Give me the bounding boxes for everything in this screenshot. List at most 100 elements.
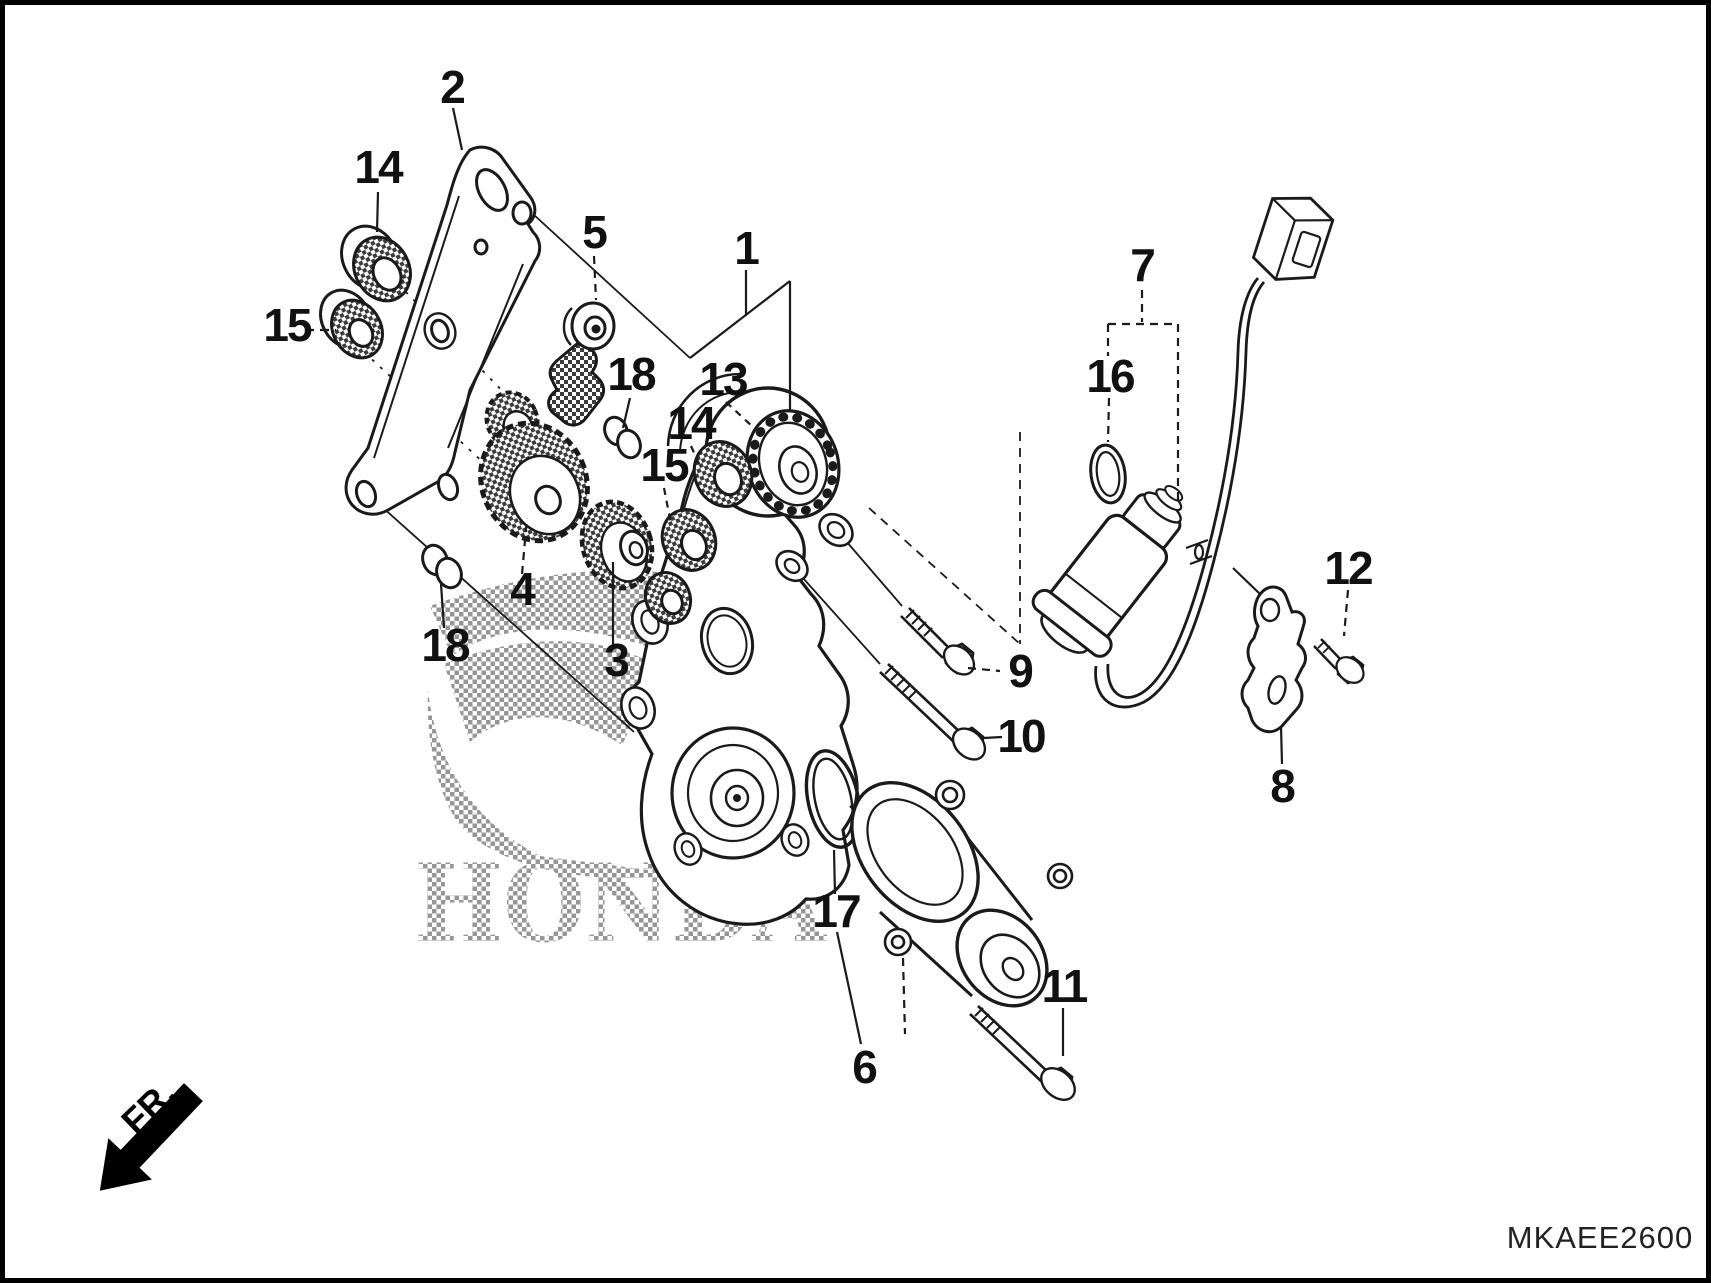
flange-ear-hole-2 [787, 831, 803, 849]
motor-ear-bosses [883, 779, 1074, 957]
part-18-dowel-lower [421, 543, 463, 590]
bolt-shaft-edge [1313, 645, 1337, 670]
part-9-flange-bolt [900, 607, 976, 676]
callout-2: 2 [440, 61, 464, 113]
motor-shaft-hole [1001, 956, 1025, 982]
bracket-hole [1259, 597, 1281, 623]
part-6-control-motor [849, 779, 1074, 1008]
callout-7: 7 [1130, 239, 1154, 291]
callout-6: 6 [852, 1041, 876, 1093]
bolt-flange [1040, 1067, 1076, 1101]
leader-2 [451, 107, 464, 151]
part-8-stay-bracket [1240, 585, 1307, 734]
bolt-shaft-edge [879, 671, 955, 743]
callout-10: 10 [997, 710, 1045, 762]
axis-line-gasket [532, 213, 691, 359]
leader-1-left [689, 280, 791, 359]
small-seal-ring [643, 571, 693, 625]
part-2-gasket [344, 145, 542, 516]
part-12-flange-bolt [1313, 638, 1365, 685]
harness-connector [1251, 196, 1335, 281]
cover-bolt-hole-9 [826, 521, 846, 539]
arm-body [547, 341, 606, 427]
boss-shell-arc-inner [679, 390, 743, 453]
connector-latch [1291, 230, 1322, 269]
bracket-outline [1240, 585, 1307, 734]
motor-flange-rim [866, 798, 964, 906]
leader-lines [305, 107, 1350, 1056]
gasket-bolt-hole-top [511, 200, 533, 226]
part-18-dowel-upper [603, 415, 642, 460]
callout-5: 5 [582, 206, 607, 258]
callout-15: 15 [263, 299, 312, 351]
connector-top-edge [1294, 219, 1333, 222]
callout-11: 11 [1042, 960, 1088, 1012]
callout-1: 1 [734, 222, 759, 274]
roller-side-arc [562, 307, 573, 346]
bearing-inner-race [757, 421, 829, 507]
leader-14-center [689, 445, 702, 467]
part-16-o-ring [1089, 443, 1127, 505]
gasket-inner-edge-right [447, 263, 524, 449]
boss-shell-arc-outer [666, 372, 741, 447]
harness-wire-edge [1094, 281, 1266, 709]
gear-bore [628, 540, 644, 560]
callout-9: 9 [1008, 645, 1032, 697]
part-14-oil-seal-center [692, 440, 754, 508]
part-4-gear-cluster [478, 390, 590, 544]
part-3-driven-gear [579, 499, 655, 591]
o-ring-outer [804, 749, 862, 849]
bracket-slot [1267, 675, 1287, 705]
bolt-flange [942, 644, 976, 676]
callout-14: 14 [354, 141, 404, 193]
callout-14: 14 [667, 397, 717, 449]
leader-9 [967, 666, 1001, 673]
axis-line-diagonal [868, 507, 1021, 645]
leader-10 [983, 735, 1003, 740]
callout-12: 12 [1324, 542, 1372, 594]
leader-18-lower [439, 583, 446, 629]
bolt-threads [1317, 640, 1331, 654]
part-13-ball-bearing [745, 409, 841, 519]
motor-end-cap-rim [979, 933, 1041, 999]
axis-line-bolt-10 [793, 567, 881, 665]
bolt-flange [1335, 656, 1365, 684]
roller-center [591, 324, 601, 334]
leader-6-dashed [901, 957, 907, 1035]
gasket-oval-hole [475, 168, 509, 212]
cover-center-dot [733, 794, 741, 802]
part-14-oil-seal-left [340, 224, 412, 303]
bolt-threads [905, 609, 933, 637]
motor-flange [850, 780, 980, 924]
o-ring-inner [1095, 451, 1121, 497]
bolt-threads [974, 1007, 1002, 1035]
bearing-shaft-hole [790, 461, 810, 483]
callout-13: 13 [699, 353, 747, 405]
bolt-flange [951, 727, 987, 761]
harness-clamp [1185, 538, 1213, 566]
cover-ear-hole-2 [628, 696, 648, 720]
leader-14-left [375, 191, 380, 233]
watermark-wing-band-3 [427, 690, 680, 879]
callout-4: 4 [510, 563, 536, 615]
leader-17 [832, 849, 837, 895]
flange-ear-hole-1 [680, 840, 696, 858]
cover-mid-opening-rim [706, 614, 748, 668]
part-5-tensioner-arm [547, 301, 616, 427]
seal-bore [713, 461, 743, 497]
connector-edge [1271, 197, 1297, 280]
callout-17: 17 [812, 885, 860, 937]
part-11-flange-bolt [969, 1005, 1076, 1101]
leader-15-center [662, 487, 673, 525]
bolt-shaft-edge [900, 615, 944, 659]
part-15-oil-seal-center [660, 508, 718, 572]
bolt-shaft-edge [977, 1005, 1051, 1075]
bolt-shaft-edge [969, 1013, 1043, 1083]
gasket-inner-edge-left [373, 195, 460, 459]
seal-bore [660, 588, 684, 616]
solenoid-flange [1031, 588, 1113, 658]
